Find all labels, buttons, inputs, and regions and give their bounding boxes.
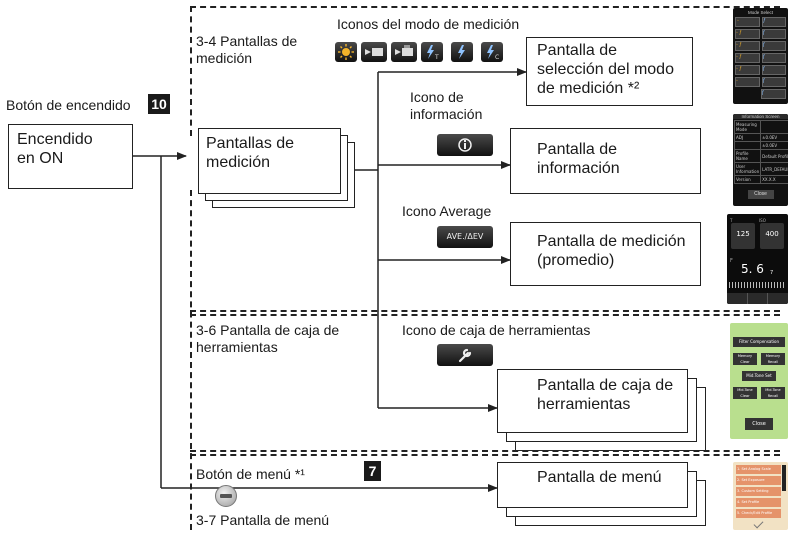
- wrench-icon[interactable]: [437, 344, 493, 366]
- hd-cine-icon[interactable]: [391, 42, 417, 62]
- average-screen-box: [510, 222, 701, 286]
- power-on-text: Encendido en ON: [17, 131, 93, 167]
- toolbox-thumbnail: Filter Compensation Memory Clear Memory …: [730, 323, 788, 439]
- section-divider-toolbox: [190, 310, 780, 312]
- power-button-badge: 10: [148, 94, 170, 114]
- section-divider-top: [190, 6, 780, 8]
- average-thumbnail: T ISO 125 400 F 5. 6 7: [727, 214, 788, 304]
- info-icon-label: Icono de información: [410, 89, 483, 122]
- flash-c-icon[interactable]: C: [481, 42, 503, 62]
- mode-select-screen-box: [526, 37, 693, 106]
- section-divider-menu: [190, 450, 780, 452]
- toolbox-screen-text: Pantalla de caja de herramientas: [537, 377, 674, 413]
- menu-screen-text: Pantalla de menú: [537, 469, 662, 486]
- flash-icon[interactable]: [451, 42, 473, 62]
- svg-text:T: T: [434, 54, 439, 61]
- average-screen-text: Pantalla de medición (promedio): [537, 233, 686, 269]
- section-divider-toolbox-2: [190, 314, 780, 316]
- average-icon[interactable]: AVE./ΔEV: [437, 226, 493, 248]
- ambient-sun-icon[interactable]: [335, 42, 357, 62]
- section-frame-left-lower: [190, 190, 192, 530]
- section-title-measurement: 3-4 Pantallas de medición: [196, 33, 298, 66]
- section-frame-left: [190, 6, 192, 136]
- menu-button-badge: 7: [364, 461, 381, 481]
- menu-button-icon[interactable]: [215, 485, 237, 507]
- cine-icon[interactable]: [361, 42, 387, 62]
- svg-text:C: C: [495, 54, 499, 61]
- flash-t-icon[interactable]: T: [421, 42, 443, 62]
- menu-screen-box: [497, 462, 688, 508]
- power-button-label: Botón de encendido: [6, 97, 131, 113]
- information-icon[interactable]: [437, 134, 493, 156]
- information-screen-box: [510, 128, 701, 194]
- menu-thumbnail: 1. Set Analog Scale 2. Set Exposure Comp…: [733, 462, 788, 530]
- mode-icons-label: Iconos del modo de medición: [337, 16, 520, 32]
- measurement-screens-box: [198, 128, 341, 194]
- measurement-screens-text: Pantallas de medición: [206, 135, 295, 171]
- mode-select-screen-text: Pantalla de selección del modo de medici…: [537, 42, 674, 97]
- section-divider-menu-2: [190, 454, 780, 456]
- section-title-toolbox: 3-6 Pantalla de caja de herramientas: [196, 322, 340, 355]
- power-on-box: [8, 124, 133, 189]
- information-thumbnail: Information Screen Measuring Mode ADJ±0.…: [733, 114, 788, 206]
- section-title-menu: 3-7 Pantalla de menú: [196, 512, 330, 528]
- menu-button-label: Botón de menú *¹: [196, 466, 305, 482]
- toolbox-screen-box: [497, 369, 688, 433]
- average-icon-label: Icono Average: [402, 203, 492, 219]
- toolbox-icon-label: Icono de caja de herramientas: [402, 322, 591, 338]
- information-screen-text: Pantalla de información: [537, 141, 620, 177]
